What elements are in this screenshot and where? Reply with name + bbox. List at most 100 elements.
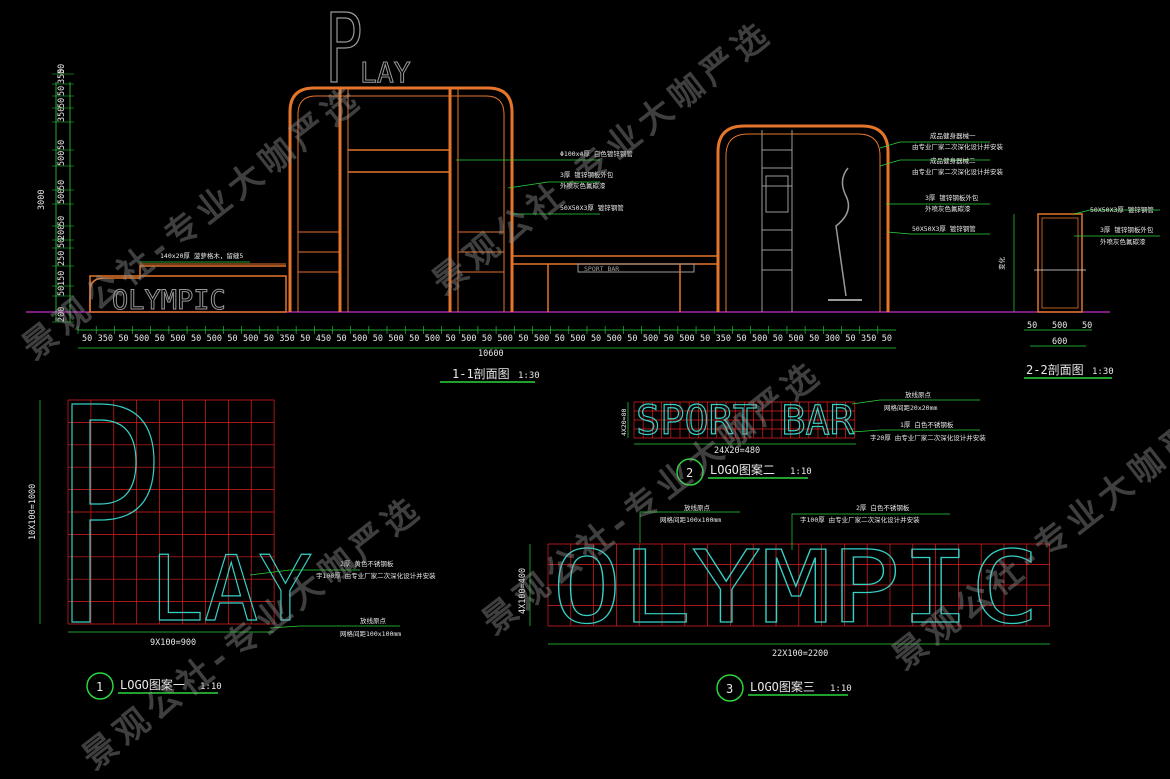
- bench-frame: [89, 265, 286, 312]
- bottom-dim-label: 500: [134, 334, 149, 344]
- logo3-note-2: 网格间距100x100mm: [660, 515, 721, 524]
- bottom-dim-label: 50: [264, 334, 274, 344]
- note-equip2-b: 由专业厂家二次深化设计并安装: [912, 167, 1004, 176]
- bottom-dim-label: 500: [752, 334, 767, 344]
- bottom-dim-label: 50: [118, 334, 128, 344]
- left-dim-label: 500: [57, 151, 67, 166]
- logo3-scale: 1:10: [830, 684, 852, 694]
- left-dim-label: 50: [57, 216, 67, 226]
- logo1-note-2: 宇100厚 由专业厂家二次深化设计并安装: [316, 571, 436, 580]
- s22-note-3: 外喷灰色氟碳漆: [1100, 237, 1146, 246]
- s22-dim-2: 500: [1052, 321, 1067, 331]
- left-dim-label: 500: [57, 189, 67, 204]
- logo2-leader-2: [851, 429, 980, 433]
- bottom-dim-label: 50: [627, 334, 637, 344]
- height-total: 3000: [37, 190, 47, 210]
- note-plate-r-finish: 外喷灰色氟碳漆: [925, 204, 971, 213]
- bottom-dim-label: 50: [191, 334, 201, 344]
- note-plate-r: 3厚 镀锌钢板外包: [925, 193, 979, 202]
- sport-bar-sign-text: SPORT BAR: [584, 265, 619, 273]
- logo1-note-1: 2厚 黄色不锈钢板: [340, 559, 394, 568]
- left-dim-label: 250: [57, 251, 67, 266]
- left-dim-label: 50: [57, 180, 67, 190]
- logo1-height-dim: 10X100=1000: [28, 484, 38, 540]
- logo3-width-dim: 22X100=2200: [772, 649, 828, 659]
- note-equip1: 成品健身器械一: [930, 131, 976, 140]
- logo3-number-circle: [716, 674, 744, 702]
- bottom-dim-label: 50: [591, 334, 601, 344]
- bottom-dim-label: 500: [607, 334, 622, 344]
- s22-inner: [1041, 217, 1079, 309]
- olympic-base-text: OLYMPIC: [112, 285, 226, 316]
- note-equip1-b: 由专业厂家二次深化设计并安装: [912, 142, 1004, 151]
- bottom-dim-label: 50: [482, 334, 492, 344]
- logo1-grid: [67, 399, 275, 625]
- logo1-leader-2: [269, 625, 400, 629]
- note-equip2: 成品健身器械二: [930, 156, 976, 165]
- logo2-leader-1: [851, 399, 980, 405]
- bottom-dim-label: 350: [279, 334, 294, 344]
- logo2-text: SPORT BAR: [636, 398, 855, 444]
- bottom-dim-label: 50: [845, 334, 855, 344]
- bottom-dim-label: 350: [861, 334, 876, 344]
- section-2-2-scale: 1:30: [1092, 367, 1114, 377]
- left-dim-label: 50: [57, 286, 67, 296]
- logo3-grid: [547, 543, 1050, 627]
- note-square-tube-r: 50X50X3厚 镀锌钢管: [912, 224, 976, 233]
- logo2-title: LOGO图案二: [710, 462, 775, 477]
- bottom-dim-label: 50: [373, 334, 383, 344]
- section-1-1-title: 1-1剖面图: [452, 367, 510, 381]
- s22-total: 600: [1052, 337, 1067, 347]
- bottom-dim-label: 500: [388, 334, 403, 344]
- bottom-dim-label: 50: [809, 334, 819, 344]
- left-dim-label: 200: [57, 307, 67, 322]
- bottom-dim-label: 50: [227, 334, 237, 344]
- logo2-number: 2: [686, 466, 693, 480]
- total-length: 10600: [478, 349, 504, 359]
- bottom-dim-label: 500: [207, 334, 222, 344]
- logo-3: OLYMPIC 4X100=400 22X100=2200 放线原点 网格间距1…: [518, 503, 1050, 702]
- note-pipe: Φ100x4厚 白色镀锌钢管: [560, 149, 633, 158]
- bottom-dim-label: 500: [570, 334, 585, 344]
- sport-bar-beam: [511, 255, 719, 265]
- section-2-2: 变化 50X50X3厚 镀锌钢管 3厚 镀锌钢板外包 外喷灰色氟碳漆 50 50…: [997, 205, 1160, 379]
- logo3-text: OLYMPIC: [552, 529, 1040, 646]
- bottom-dim-label: 50: [446, 334, 456, 344]
- bottom-dim-label: 500: [497, 334, 512, 344]
- bottom-dim-label: 50: [882, 334, 892, 344]
- logo2-number-circle: [676, 458, 704, 486]
- left-dim-label: 200: [57, 225, 67, 240]
- bottom-dim-label: 50: [664, 334, 674, 344]
- bottom-dim-label: 500: [243, 334, 258, 344]
- logo1-letters: [71, 403, 155, 623]
- logo1-width-dim: 9X100=900: [150, 638, 196, 648]
- logo2-width-dim: 24X20=480: [714, 446, 760, 456]
- main-frame-outer: [288, 86, 514, 312]
- bottom-dim-label: 500: [643, 334, 658, 344]
- bottom-dim-label: 500: [170, 334, 185, 344]
- fitness-bar-curve: [835, 167, 850, 297]
- logo2-height-dim: 4X20=80: [620, 409, 628, 436]
- section-1-1-scale: 1:30: [518, 371, 540, 381]
- logo3-note-3: 2厚 白色不锈钢板: [856, 503, 910, 512]
- left-dim-label: 50: [57, 64, 67, 74]
- logo2-grid: [633, 401, 856, 439]
- logo1-scale: 1:10: [200, 682, 222, 692]
- logo3-note-4: 字100厚 由专业厂家二次深化设计并安装: [800, 515, 920, 524]
- main-frame-inner: [297, 95, 505, 312]
- s22-dim-3: 50: [1082, 321, 1092, 331]
- bottom-dim-label: 50: [82, 334, 92, 344]
- logo3-number: 3: [726, 682, 733, 696]
- bottom-dim-label: 500: [461, 334, 476, 344]
- bottom-dim-label: 500: [788, 334, 803, 344]
- bottom-dim-label: 50: [336, 334, 346, 344]
- logo2-note-2: 网格间距20x20mm: [884, 403, 937, 412]
- s22-height: 变化: [997, 257, 1006, 271]
- note-plate-finish: 外喷灰色氟碳漆: [560, 181, 606, 190]
- sport-bar-sign: [577, 263, 695, 273]
- bottom-dim-label: 500: [679, 334, 694, 344]
- left-dim-label: 50: [57, 140, 67, 150]
- left-dim-label: 150: [57, 271, 67, 286]
- logo-2: SPORT BAR 4X20=80 24X20=480 放线原点 网格间距20x…: [620, 390, 986, 486]
- logo2-note-1: 放线原点: [905, 390, 932, 399]
